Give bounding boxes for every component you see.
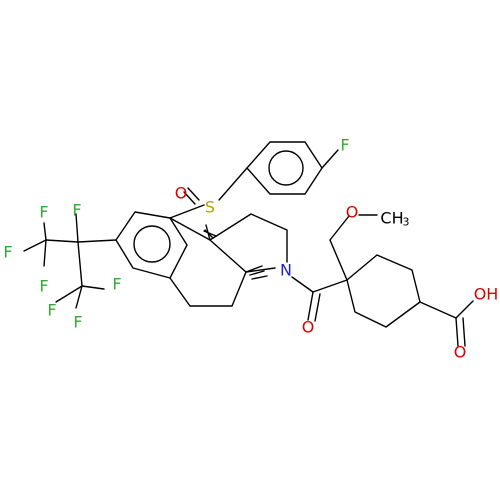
methyl-subscript: 3 — [403, 216, 410, 229]
hydroxyl-label: OH — [474, 285, 499, 304]
methoxymethyl-group — [329, 214, 378, 281]
sulfur-atom: S — [205, 198, 215, 217]
oxygen-atom-amide: O — [302, 318, 315, 337]
oxygen-atom-acid: O — [454, 343, 467, 362]
sulfonyl-group — [169, 167, 248, 219]
fluorine-atom-aryl: F — [340, 136, 349, 155]
pyrrolidine-ring — [209, 213, 288, 273]
oxygen-atom-sulfonyl: O — [175, 184, 188, 203]
fluorine-atom-2: F — [39, 203, 48, 222]
fluorine-atom-7: F — [73, 313, 82, 332]
fluorine-atom-4: F — [39, 277, 48, 296]
nitrogen-atom: N — [280, 261, 292, 280]
fluorine-atom-3: F — [3, 243, 12, 262]
fluorine-atom-1: F — [72, 201, 81, 220]
fluorine-atom-5: F — [112, 275, 121, 294]
perfluoro-group — [23, 213, 117, 309]
stereo-hash-2 — [245, 265, 268, 280]
carboxylic-acid-group — [419, 300, 474, 347]
fluorophenyl-ring — [246, 141, 339, 195]
fluorine-atom-6: F — [47, 301, 56, 320]
oxygen-atom-methoxy: O — [346, 203, 359, 222]
bond-c-f — [321, 149, 339, 169]
cyclohexane-fused-ring — [169, 217, 247, 307]
stereo-hash-1 — [203, 224, 217, 241]
benzo-ring — [115, 211, 188, 279]
amide-group — [291, 276, 348, 322]
cyclohexane-ring — [346, 254, 421, 328]
methyl-label: CH — [380, 209, 403, 228]
